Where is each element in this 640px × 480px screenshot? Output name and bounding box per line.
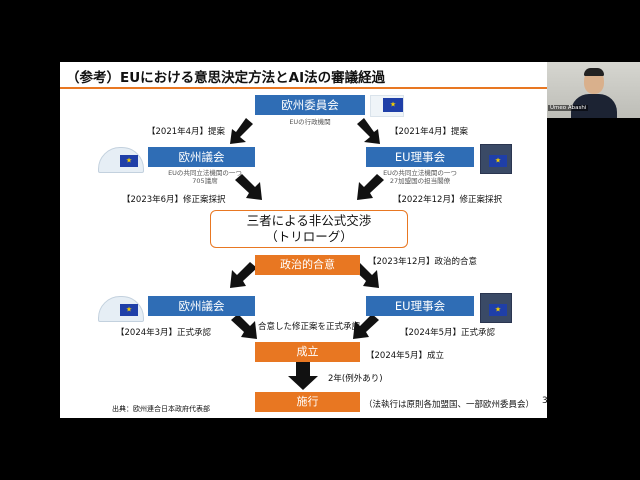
eu-flag-icon [489, 304, 507, 316]
arrow-parliament-to-adoption [231, 314, 257, 339]
council-box-2: EU理事会 [366, 296, 474, 316]
trilogue-box: 三者による非公式交渉 （トリローグ） [210, 210, 408, 248]
slide-title: （参考）EUにおける意思決定方法とAI法の審議経過 [66, 70, 386, 86]
amend-left-label: 【2023年6月】修正案採択 [122, 195, 226, 205]
enforcement-box: 施行 [255, 392, 360, 412]
arrow-council-to-adoption [353, 314, 379, 339]
council-box: EU理事会 [366, 147, 474, 167]
eu-flag-icon [383, 98, 403, 112]
approval-left-label: 【2024年3月】正式承認 [116, 328, 212, 338]
arrow-adoption-to-enforcement [288, 362, 318, 390]
presentation-slide: （参考）EUにおける意思決定方法とAI法の審議経過 欧州委員会 EUの行政機関 … [60, 62, 547, 418]
arrow-commission-to-council [357, 118, 380, 144]
participant-face [584, 70, 604, 94]
political-agreement-box: 政治的合意 [255, 255, 360, 275]
period-label: 2年(例外あり) [328, 374, 383, 384]
commission-box: 欧州委員会 [255, 95, 365, 115]
arrow-parliament-to-trilogue [235, 174, 262, 200]
source-label: 出典：欧州連合日本政府代表部 [112, 405, 210, 413]
eu-flag-icon [120, 155, 138, 167]
participant-video-tile[interactable]: Umeo Abashi [547, 62, 640, 118]
title-underline [60, 87, 547, 89]
arrow-commission-to-parliament [230, 118, 253, 144]
participant-name: Umeo Abashi [548, 105, 589, 111]
arrow-agreement-to-parliament [230, 262, 257, 288]
flow-arrows [230, 118, 384, 390]
political-agreement-date: 【2023年12月】政治的合意 [368, 257, 477, 267]
parliament-box: 欧州議会 [148, 147, 255, 167]
page-number: 3 [542, 396, 547, 406]
eu-flag-icon [120, 304, 138, 316]
approval-center-label: 合意した修正案を正式承認 [258, 322, 361, 332]
participant-hair [584, 68, 604, 76]
adoption-date: 【2024年5月】成立 [366, 351, 445, 361]
proposal-left-label: 【2021年4月】提案 [147, 127, 226, 137]
approval-right-label: 【2024年5月】正式承認 [400, 328, 496, 338]
arrow-council-to-trilogue [357, 174, 384, 200]
parliament-box-2: 欧州議会 [148, 296, 255, 316]
adoption-box: 成立 [255, 342, 360, 362]
eu-flag-icon [489, 155, 507, 167]
amend-right-label: 【2022年12月】修正案採択 [393, 195, 502, 205]
proposal-right-label: 【2021年4月】提案 [390, 127, 469, 137]
enforcement-note: （法執行は原則各加盟国、一部欧州委員会） [364, 400, 535, 410]
commission-subtitle: EUの行政機関 [289, 118, 331, 126]
